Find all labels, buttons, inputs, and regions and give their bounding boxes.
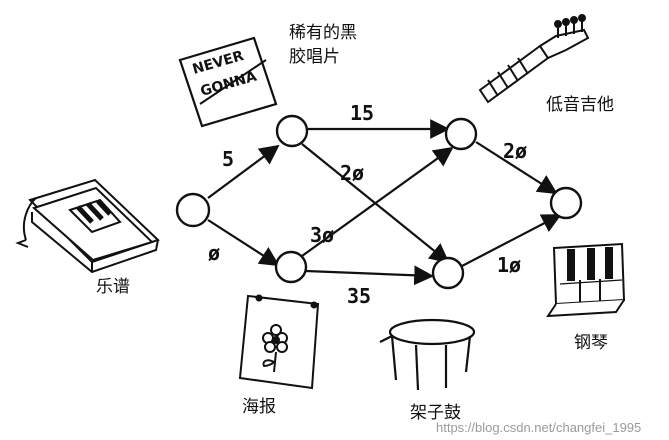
node-end [551,188,581,218]
vinyl-record-icon: NEVER GONNA [180,38,276,126]
caption-vinyl-line2: 胶唱片 [289,47,340,67]
caption-vinyl-line1: 稀有的黑 [289,23,357,43]
weight-midtop-end: 2ø [503,139,527,163]
piano-icon [548,244,624,316]
edge-bot-midbot [306,271,432,276]
caption-piano: 钢琴 [574,333,608,353]
weight-bot-midtop: 3ø [310,223,334,247]
weight-top-midbot: 2ø [340,161,364,185]
node-mid-bottom [433,258,463,288]
weight-start-top: 5 [222,147,234,171]
captions: 乐谱 稀有的黑 胶唱片 低音吉他 海报 架子鼓 钢琴 [96,23,614,423]
weight-bot-midbot: 35 [347,284,371,308]
node-bottom [276,252,306,282]
caption-bass-guitar: 低音吉他 [546,95,614,115]
node-mid-top [446,119,476,149]
edge-weights: 5 ø 15 2ø 3ø 35 2ø 1ø [208,101,527,308]
caption-sheet-music: 乐谱 [96,277,130,297]
weight-start-bottom: ø [208,241,220,265]
node-start [177,194,209,226]
poster-icon [240,296,318,389]
sheet-music-icon [18,180,158,272]
watermark: https://blog.csdn.net/changfei_1995 [436,420,641,435]
weight-midbot-end: 1ø [497,253,521,277]
weight-top-midtop: 15 [350,101,374,125]
node-top [277,116,307,146]
caption-poster: 海报 [242,397,276,417]
bass-guitar-icon [480,15,588,102]
edge-start-top [208,146,278,198]
drum-set-icon [380,320,474,390]
